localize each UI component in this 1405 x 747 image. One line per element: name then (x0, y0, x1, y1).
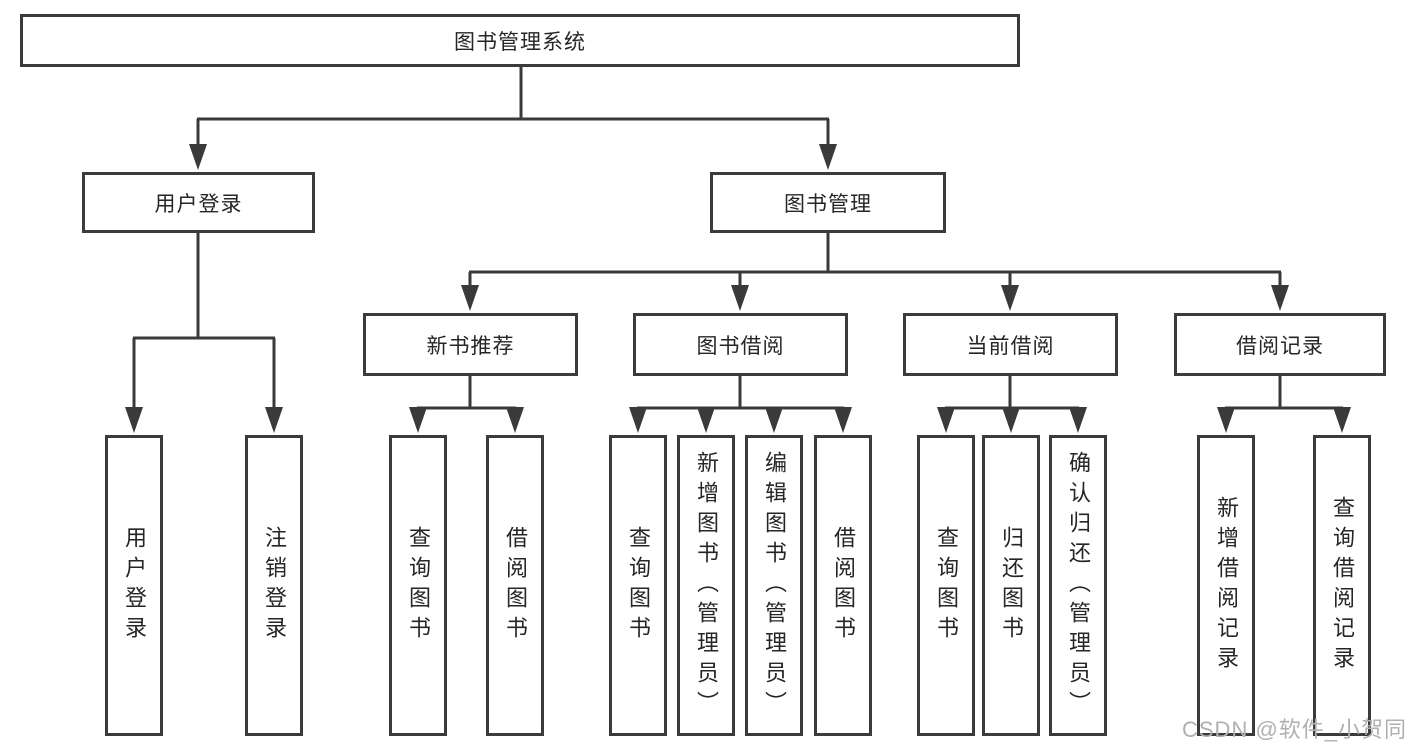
node-leaf-borrow-books: 借阅图书 (814, 435, 872, 736)
node-leaf-query-books-borrow: 查询图书 (609, 435, 667, 736)
leaf-label: 借阅图书 (503, 525, 528, 646)
node-new-book-recommend: 新书推荐 (363, 313, 578, 376)
leaf-label: 确认归还（管理员） (1066, 450, 1091, 721)
leaf-label: 新增借阅记录 (1214, 495, 1239, 676)
node-leaf-user-login: 用户登录 (105, 435, 163, 736)
node-leaf-add-books-admin: 新增图书（管理员） (677, 435, 735, 736)
leaf-label: 查询图书 (934, 525, 959, 646)
node-borrow-records: 借阅记录 (1174, 313, 1386, 376)
node-leaf-logout: 注销登录 (245, 435, 303, 736)
leaf-label: 查询借阅记录 (1330, 495, 1355, 676)
node-book-borrow: 图书借阅 (633, 313, 848, 376)
leaf-label: 归还图书 (999, 525, 1024, 646)
leaf-label: 查询图书 (626, 525, 651, 646)
node-leaf-query-borrow-record: 查询借阅记录 (1313, 435, 1371, 736)
node-leaf-confirm-return-admin: 确认归还（管理员） (1049, 435, 1107, 736)
leaf-label: 借阅图书 (831, 525, 856, 646)
node-leaf-return-books: 归还图书 (982, 435, 1040, 736)
node-book-management: 图书管理 (710, 172, 946, 233)
node-leaf-query-books-recommend: 查询图书 (389, 435, 447, 736)
leaf-label: 新增图书（管理员） (694, 450, 719, 721)
node-user-login: 用户登录 (82, 172, 315, 233)
leaf-label: 查询图书 (406, 525, 431, 646)
node-current-borrow: 当前借阅 (903, 313, 1118, 376)
node-root: 图书管理系统 (20, 14, 1020, 67)
csdn-watermark: CSDN @软件_小贺同学 (1182, 717, 1405, 742)
leaf-label: 注销登录 (262, 525, 287, 646)
node-leaf-borrow-books-recommend: 借阅图书 (486, 435, 544, 736)
arrowheads (125, 144, 1351, 433)
leaf-label: 用户登录 (122, 525, 147, 646)
node-leaf-edit-books-admin: 编辑图书（管理员） (745, 435, 803, 736)
node-leaf-add-borrow-record: 新增借阅记录 (1197, 435, 1255, 736)
leaf-label: 编辑图书（管理员） (762, 450, 787, 721)
node-leaf-query-books-current: 查询图书 (917, 435, 975, 736)
